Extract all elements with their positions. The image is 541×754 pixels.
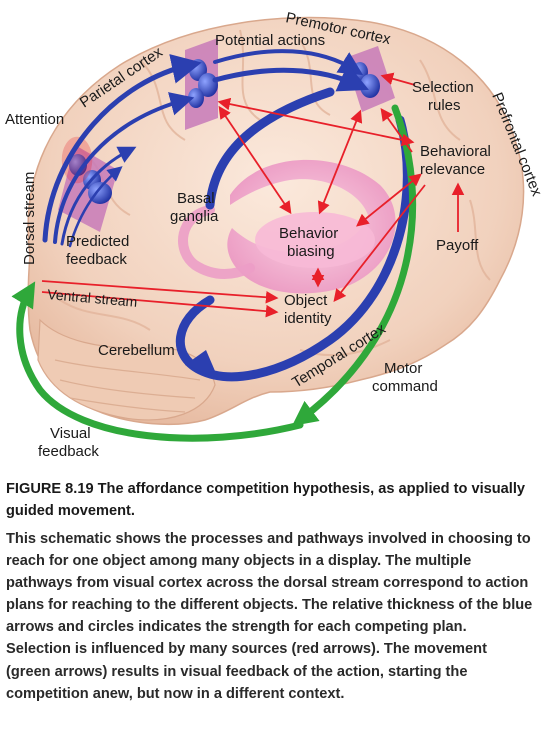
label-basal-ganglia-1: Basal [177,190,215,207]
label-object-identity-1: Object [284,292,328,309]
label-motor-command-2: command [372,378,438,395]
label-behavioral-relevance-2: relevance [420,161,485,178]
brain-diagram: Premotor cortex Potential actions Pariet… [5,9,541,460]
label-motor-command-1: Motor [384,360,422,377]
cerebellum-shape [37,318,216,421]
diagram-canvas: Premotor cortex Potential actions Pariet… [5,9,541,460]
label-cerebellum: Cerebellum [98,342,175,359]
ventral-stream-arrows [41,280,279,318]
label-behavioral-relevance-1: Behavioral [420,143,491,160]
label-selection-rules-1: Selection [412,79,474,96]
label-behavior-biasing-2: biasing [287,243,335,260]
basal-ganglia-tail [178,205,255,279]
attention-circle [61,136,93,184]
label-selection-rules-2: rules [428,97,461,114]
behavior-biasing-blob [255,212,375,268]
label-ventral-stream: Ventral stream [47,286,138,310]
selection-influence-arrows [217,72,465,302]
cerebellar-arrowhead [185,350,218,378]
caption-title: FIGURE 8.19 The affordance competition h… [6,481,526,519]
figure-caption: FIGURE 8.19 The affordance competition h… [6,478,534,705]
label-predicted-feedback-1: Predicted [66,233,129,250]
dorsal-stream-arrows [42,49,369,248]
label-visual-feedback-1: Visual [50,425,91,442]
label-attention: Attention [5,111,64,128]
label-payoff: Payoff [436,237,479,254]
label-behavior-biasing-1: Behavior [279,225,338,242]
label-dorsal-stream: Dorsal stream [21,172,38,265]
visual-feedback-arrow [11,281,304,442]
label-basal-ganglia-2: ganglia [170,208,219,225]
label-visual-feedback-2: feedback [38,443,99,460]
label-potential-actions: Potential actions [215,32,325,49]
label-object-identity-2: identity [284,310,332,327]
label-predicted-feedback-2: feedback [66,251,127,268]
motor-command-arrow [291,104,417,427]
caption-body: This schematic shows the processes and p… [6,531,533,702]
